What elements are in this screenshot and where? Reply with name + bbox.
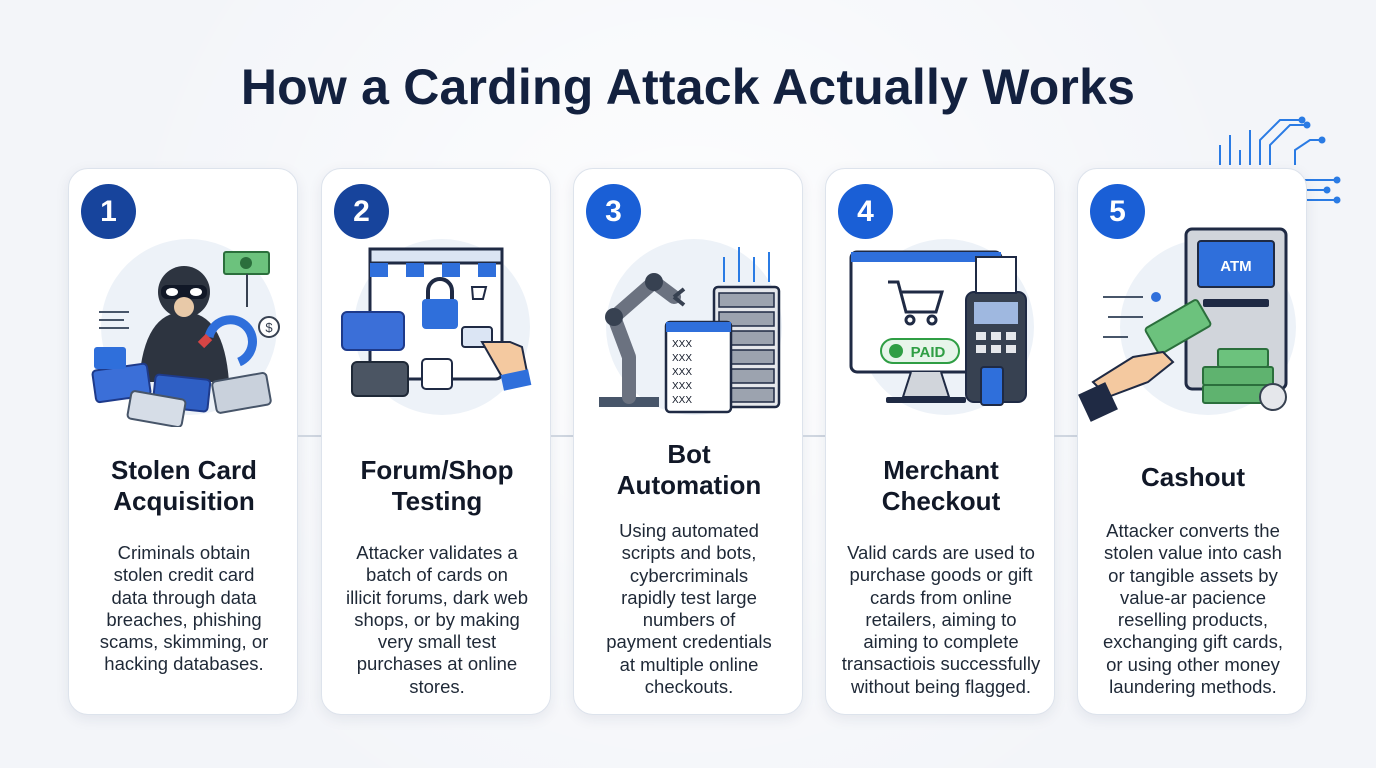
step-number-badge: 5 <box>1090 184 1145 239</box>
svg-text:XXX: XXX <box>672 367 692 378</box>
shopping-cart-icon <box>888 280 945 326</box>
svg-text:$: $ <box>265 320 273 335</box>
cashout-illustration: ATM <box>1078 227 1296 422</box>
svg-text:XXX: XXX <box>672 339 692 350</box>
step-number-badge: 1 <box>81 184 136 239</box>
merchant-checkout-illustration: PAID <box>849 239 1034 415</box>
svg-text:XXX: XXX <box>672 395 692 406</box>
money-icon <box>223 251 270 275</box>
step-title: Cashout <box>1141 462 1245 492</box>
svg-text:PAID: PAID <box>911 344 946 361</box>
credit-card-icon <box>91 362 272 427</box>
bot-automation-illustration: XXX XXX XXX XXX XXX <box>599 239 782 415</box>
circuit-decoration-icon <box>1219 116 1341 204</box>
step-number-badge: 4 <box>838 184 893 239</box>
svg-text:XXX: XXX <box>672 353 692 364</box>
card-terminal-icon <box>965 256 1027 406</box>
step-number-badge: 3 <box>586 184 641 239</box>
forum-shop-illustration <box>341 239 532 415</box>
magnet-icon <box>204 315 257 367</box>
stolen-card-illustration: $ <box>91 239 280 427</box>
credit-card-icon <box>341 311 405 351</box>
hooded-hacker-icon <box>139 266 229 382</box>
lock-icon <box>422 277 458 329</box>
robot-arm-icon <box>599 273 686 407</box>
svg-text:XXX: XXX <box>672 381 692 392</box>
page-title: How a Carding Attack Actually Works <box>240 59 1136 115</box>
cash-stack-icon <box>1144 299 1287 411</box>
pointer-hand-icon <box>480 341 532 391</box>
paid-badge <box>880 338 960 364</box>
svg-text:ATM: ATM <box>1220 258 1251 275</box>
step-number-badge: 2 <box>334 184 389 239</box>
